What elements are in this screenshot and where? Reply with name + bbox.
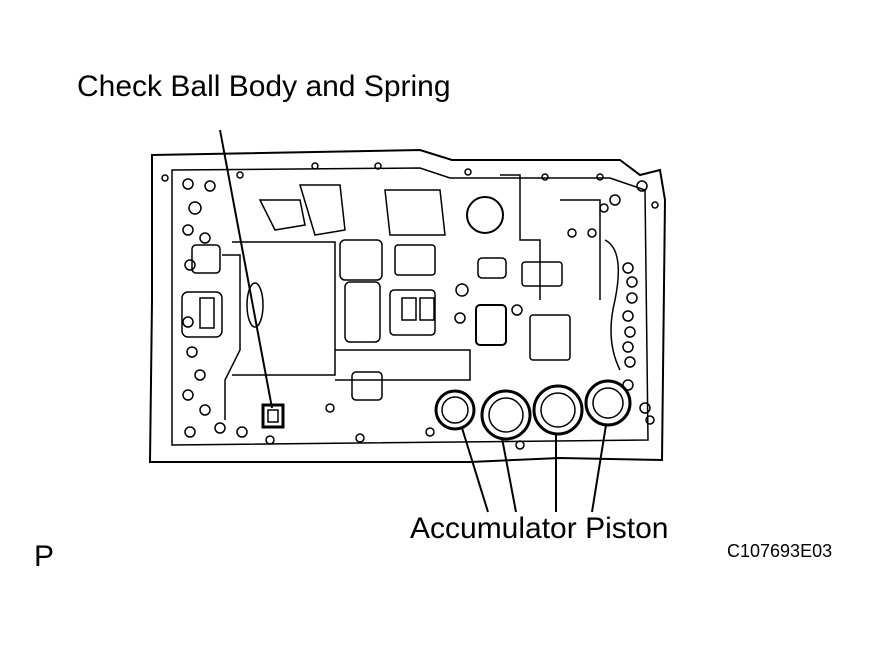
check-ball-body — [261, 403, 285, 429]
left-bolt-holes — [182, 178, 248, 438]
solenoid-ring — [466, 196, 504, 234]
acc-leader-2 — [501, 437, 517, 513]
spool-valve-1 — [339, 239, 383, 281]
left-channel — [222, 254, 241, 420]
valve-body-outline — [148, 148, 667, 463]
left-block-3 — [199, 297, 215, 329]
left-bore — [246, 282, 264, 328]
view-marker: P — [34, 540, 55, 573]
acc-leader-1 — [461, 427, 489, 513]
left-block-1 — [191, 244, 221, 274]
accumulator-piston-3 — [532, 384, 584, 436]
accumulator-piston-4 — [584, 379, 632, 427]
accumulator-piston-1 — [434, 389, 476, 431]
left-block-2 — [181, 291, 223, 338]
spool-valve-2 — [344, 281, 381, 343]
inner-outline — [171, 167, 649, 446]
leader-lines — [219, 129, 607, 513]
check-ball-label: Check Ball Body and Spring — [77, 70, 451, 103]
valve-block-4 — [394, 244, 436, 276]
spool-valve-3 — [351, 371, 383, 401]
accumulator-piston-2 — [480, 389, 532, 441]
top-bolt-holes — [161, 162, 659, 209]
solenoid-block — [475, 304, 507, 346]
figure-code: C107693E03 — [727, 541, 833, 561]
accumulator-piston-label: Accumulator Piston — [410, 512, 669, 545]
valve-block-6 — [401, 297, 417, 321]
valve-block-5 — [389, 289, 436, 336]
bottom-bolt-holes — [265, 403, 655, 450]
valve-block-7 — [419, 297, 435, 321]
left-housing — [232, 241, 336, 376]
check-ball-leader — [219, 129, 273, 409]
accumulator-pistons — [434, 379, 632, 441]
acc-leader-4 — [591, 424, 607, 513]
